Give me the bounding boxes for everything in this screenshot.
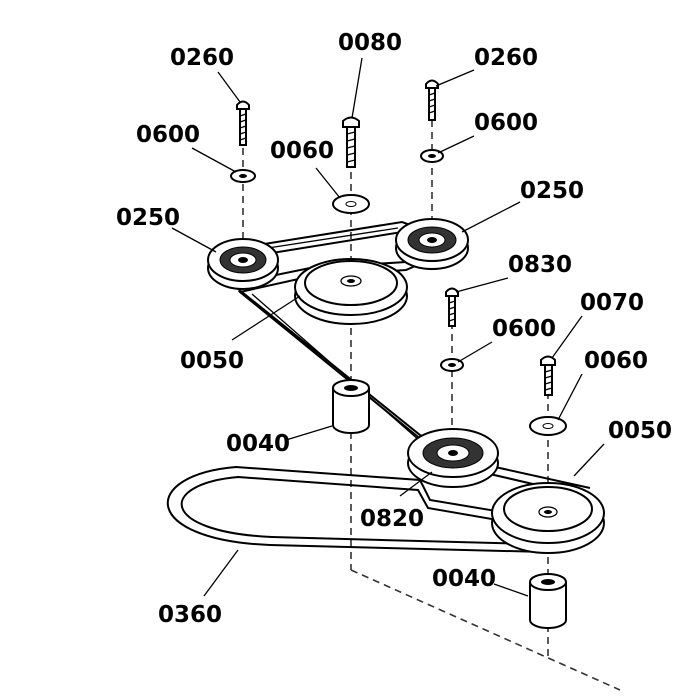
callout-0820: 0820	[360, 506, 424, 532]
idler-pulley-0820	[407, 428, 499, 488]
part-number-callouts: 0260 0600 0080 0060 0260 0600 0250 0250 …	[116, 30, 672, 628]
pulley-upper-0050	[294, 258, 408, 325]
pulley-lower-0050	[491, 482, 605, 554]
spacer-0040-left	[332, 379, 370, 434]
washer-0060-right	[529, 416, 567, 436]
callout-0250-right: 0250	[520, 178, 584, 204]
callout-0050-left: 0050	[180, 348, 244, 374]
callout-0060-top: 0060	[270, 138, 334, 164]
callout-0260-left: 0260	[170, 45, 234, 71]
callout-0260-right: 0260	[474, 45, 538, 71]
washer-0600-left	[230, 169, 256, 183]
washer-0600-mid	[440, 358, 464, 372]
callout-0360: 0360	[158, 602, 222, 628]
washer-0060-top	[332, 194, 370, 214]
callout-0600-right: 0600	[474, 110, 538, 136]
idler-pulley-right-0250	[395, 218, 469, 270]
bolt-0070	[540, 355, 556, 396]
callout-leader-lines	[171, 57, 605, 597]
bolt-0830	[445, 287, 459, 327]
callout-0050-right: 0050	[608, 418, 672, 444]
bolt-0260-right	[425, 79, 439, 121]
callout-0830: 0830	[508, 252, 572, 278]
spacer-0040-bottom	[529, 573, 567, 629]
callout-0040-bottom: 0040	[432, 566, 496, 592]
callout-0060-right: 0060	[584, 348, 648, 374]
bolt-0260-left	[236, 100, 250, 146]
callout-0070: 0070	[580, 290, 644, 316]
bolt-0080	[342, 116, 360, 168]
washer-0600-right	[420, 149, 444, 163]
idler-pulley-left-0250	[207, 238, 279, 290]
callout-0080: 0080	[338, 30, 402, 56]
callout-0250-left: 0250	[116, 205, 180, 231]
callout-0600-left: 0600	[136, 122, 200, 148]
callout-0600-mid: 0600	[492, 316, 556, 342]
callout-0040-left: 0040	[226, 431, 290, 457]
